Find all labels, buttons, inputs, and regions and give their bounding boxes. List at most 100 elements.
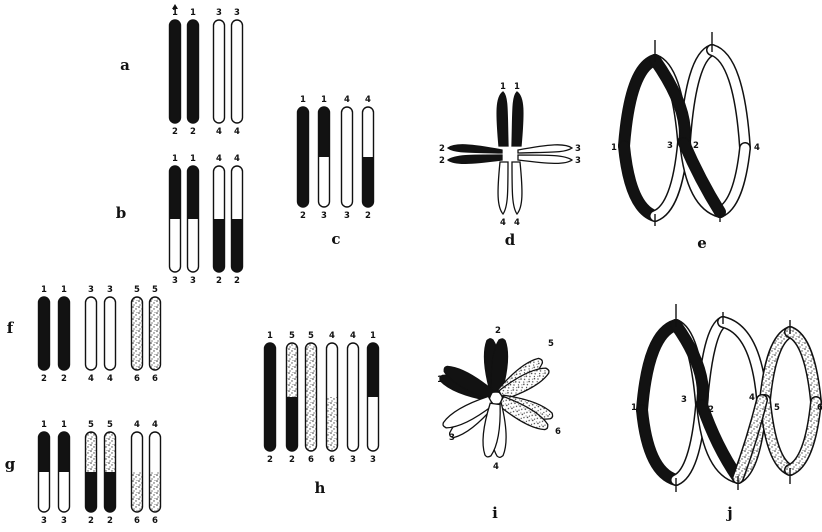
ring-number: 1 <box>611 143 617 153</box>
bottom-number: 6 <box>152 516 158 526</box>
chromosome: 34 <box>86 285 97 384</box>
panel-label-a: a <box>120 56 130 74</box>
stippled-segment <box>86 432 97 473</box>
bottom-number: 2 <box>41 374 47 384</box>
arm-number: 2 <box>439 156 445 166</box>
arm-number: 3 <box>575 156 581 166</box>
stippled-segment <box>287 343 298 398</box>
top-number: 3 <box>107 285 113 295</box>
chromosome-arm <box>448 155 502 163</box>
white-segment <box>342 107 353 208</box>
panel-label-c: c <box>331 230 340 248</box>
black-segment <box>287 397 298 452</box>
bottom-number: 6 <box>308 455 314 465</box>
arm-number: 6 <box>555 427 561 437</box>
ring-number: 1 <box>631 403 637 413</box>
panel-label-i: i <box>492 504 498 522</box>
black-segment <box>170 166 181 220</box>
white-segment <box>327 343 338 398</box>
arm-number: 3 <box>575 144 581 154</box>
top-number: 5 <box>107 420 113 430</box>
black-segment <box>59 297 70 371</box>
stippled-segment <box>150 472 161 513</box>
bottom-number: 2 <box>172 127 178 137</box>
arm-number: 4 <box>500 218 506 228</box>
bottom-number: 6 <box>134 374 140 384</box>
bottom-number: 2 <box>216 276 222 286</box>
panel-c: c12134342 <box>298 95 374 248</box>
bottom-number: 3 <box>321 211 327 221</box>
chromosome: 13 <box>368 331 379 465</box>
black-segment <box>59 432 70 473</box>
bottom-number: 2 <box>107 516 113 526</box>
white-segment <box>214 20 225 124</box>
chromosome: 52 <box>105 420 116 526</box>
panel-label-b: b <box>116 204 127 222</box>
black-segment <box>170 20 181 124</box>
black-segment <box>188 166 199 220</box>
chromosome: 56 <box>150 285 161 384</box>
top-number: 1 <box>61 420 67 430</box>
chromosome: 42 <box>363 95 374 221</box>
panel-label-e: e <box>697 234 707 252</box>
chromosome: 13 <box>188 154 199 286</box>
top-number: 4 <box>329 331 335 341</box>
arm-number: 5 <box>548 339 554 349</box>
ring-number: 5 <box>774 403 780 413</box>
chromosome: 43 <box>348 331 359 465</box>
arm-number: 4 <box>514 218 520 228</box>
black-segment <box>214 219 225 273</box>
arm-number: 1 <box>437 375 443 385</box>
bottom-number: 3 <box>370 455 376 465</box>
white-segment <box>105 297 116 371</box>
chromosome: 12 <box>298 95 309 221</box>
bottom-number: 3 <box>61 516 67 526</box>
top-number: 4 <box>350 331 356 341</box>
white-segment <box>232 166 243 220</box>
black-segment <box>642 325 676 410</box>
top-number: 5 <box>152 285 158 295</box>
chromosome: 46 <box>132 420 143 526</box>
top-number: 4 <box>134 420 140 430</box>
chromosome: 13 <box>170 154 181 286</box>
panel-label-f: f <box>7 319 15 337</box>
stippled-segment <box>306 343 317 452</box>
bottom-number: 2 <box>234 276 240 286</box>
chromosome: 12 <box>39 285 50 384</box>
chromosome: 13 <box>319 95 330 221</box>
bottom-number: 6 <box>134 516 140 526</box>
chromosome: 42 <box>214 154 225 286</box>
bottom-number: 2 <box>61 374 67 384</box>
ring-number: 3 <box>667 141 673 151</box>
panel-i: 251634i <box>437 326 561 522</box>
white-segment <box>39 472 50 513</box>
ring-number: 4 <box>749 393 755 403</box>
stippled-segment <box>327 397 338 452</box>
chromosome-arm <box>497 92 508 146</box>
chromosome-arm <box>512 162 522 214</box>
bottom-number: 4 <box>234 127 240 137</box>
white-segment <box>214 166 225 220</box>
arm-number: 3 <box>449 433 455 443</box>
panel-label-j: j <box>725 504 732 522</box>
bottom-number: 3 <box>41 516 47 526</box>
arm-number: 2 <box>495 326 501 336</box>
chromosome: 34 <box>105 285 116 384</box>
white-segment <box>348 343 359 452</box>
top-number: 1 <box>41 420 47 430</box>
bottom-number: 2 <box>289 455 295 465</box>
bottom-number: 4 <box>107 374 113 384</box>
chromosome: 12 <box>170 4 181 137</box>
top-number: 1 <box>267 331 273 341</box>
white-segment <box>59 472 70 513</box>
top-number: 1 <box>370 331 376 341</box>
bottom-number: 3 <box>172 276 178 286</box>
bottom-number: 6 <box>152 374 158 384</box>
ring-number: 3 <box>681 395 687 405</box>
stippled-segment <box>790 332 816 402</box>
black-segment <box>39 297 50 371</box>
white-segment <box>150 432 161 473</box>
